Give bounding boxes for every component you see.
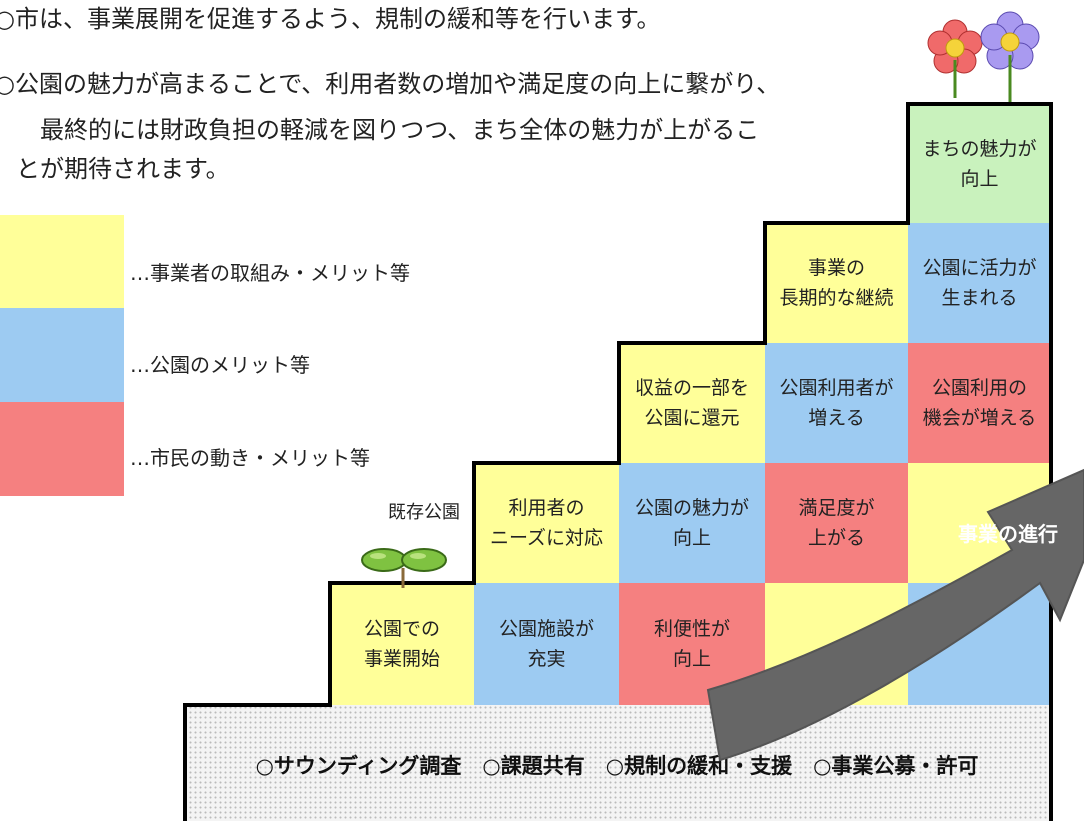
- cell-convenience: 利便性が 向上: [619, 583, 765, 705]
- legend-swatch-business: [0, 215, 124, 308]
- cell-satisfaction: 満足度が 上がる: [765, 463, 908, 583]
- cell-more-opportunities: 公園利用の 機会が増える: [908, 343, 1051, 463]
- cell-facilities: 公園施設が 充実: [474, 583, 619, 705]
- legend-swatch-citizen: [0, 402, 124, 496]
- cell-park-attractiveness: 公園の魅力が 向上: [619, 463, 765, 583]
- cell-more-park-users: 公園利用者が 増える: [765, 343, 908, 463]
- cell-user-needs: 利用者の ニーズに対応: [474, 463, 619, 583]
- legend-label-business: …事業者の取組み・メリット等: [130, 261, 410, 285]
- intro-line-1: ○市は、事業展開を促進するよう、規制の緩和等を行います。: [0, 5, 661, 33]
- intro-line-4: とが期待されます。: [16, 155, 230, 183]
- base-steps-text: ○サウンディング調査 ○課題共有 ○規制の緩和・支援 ○事業公募・許可: [255, 754, 979, 778]
- flowers-icon: [927, 11, 1040, 102]
- cell-town-attractiveness: まちの魅力が 向上: [908, 104, 1051, 223]
- legend-label-citizen: …市民の動き・メリット等: [130, 446, 370, 470]
- legend-swatch-park: [0, 308, 124, 402]
- intro-line-2: ○公園の魅力が高まることで、利用者数の増加や満足度の向上に繋がり、: [0, 70, 781, 98]
- existing-park-label: 既存公園: [388, 502, 460, 523]
- cell-long-term-continuation: 事業の 長期的な継続: [765, 223, 908, 343]
- cell-return-profit: 収益の一部を 公園に還元: [619, 343, 765, 463]
- sprout-icon: [361, 548, 447, 588]
- legend-label-park: …公園のメリット等: [130, 353, 310, 377]
- progress-label: 事業の進行: [958, 522, 1058, 546]
- intro-line-3: 最終的には財政負担の軽減を図りつつ、まち全体の魅力が上がるこ: [40, 116, 760, 144]
- cell-park-vitality: 公園に活力が 生まれる: [908, 223, 1051, 343]
- cell-business-start: 公園での 事業開始: [330, 583, 474, 705]
- base-foundation: [183, 705, 1051, 821]
